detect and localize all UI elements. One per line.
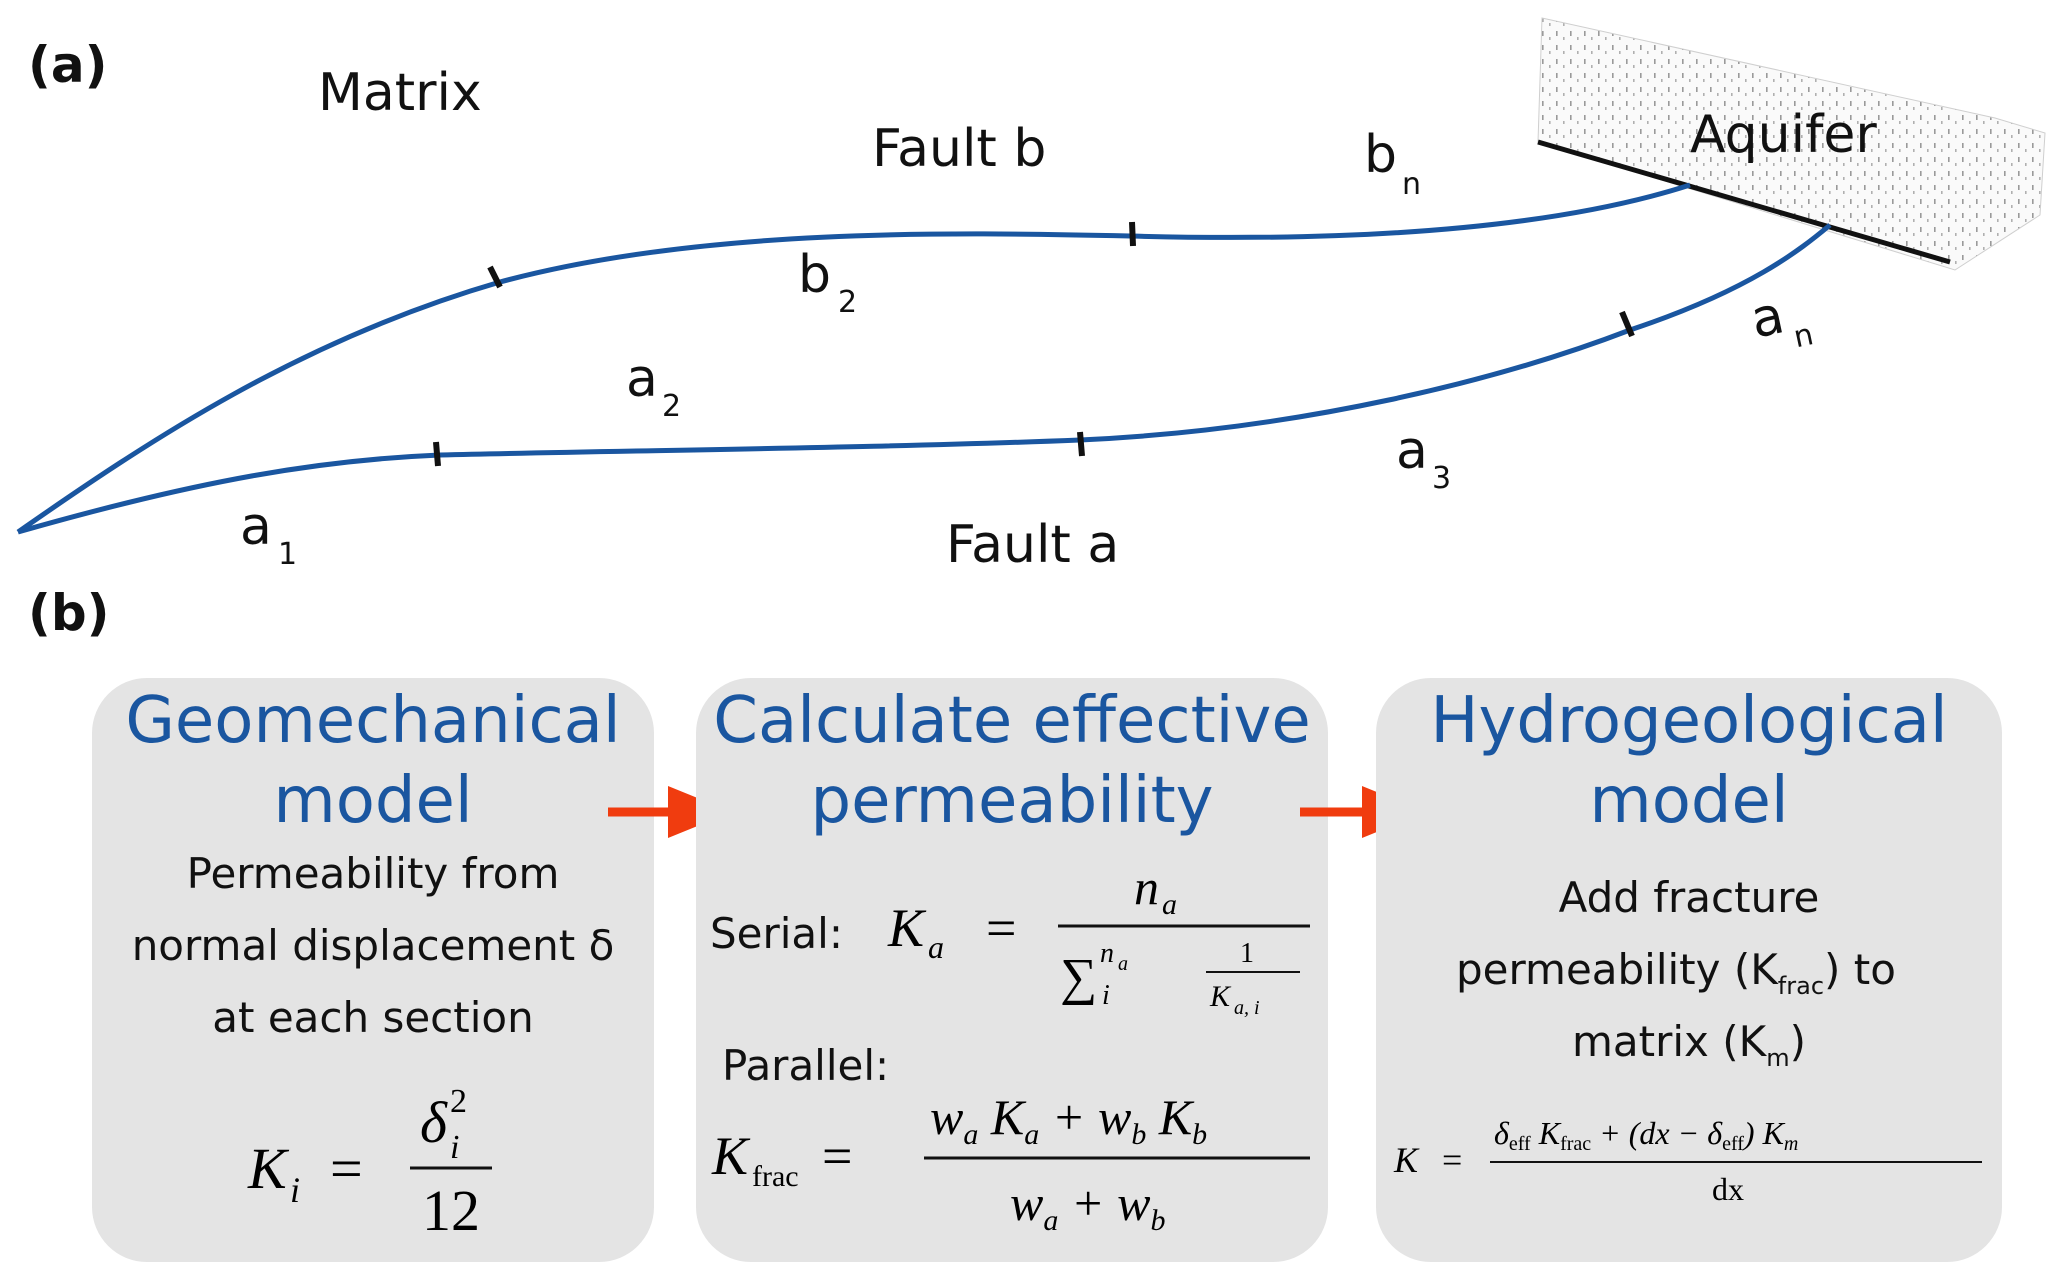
box1-title-line2: model xyxy=(273,764,472,838)
segment-label-b2: b 2 xyxy=(798,245,857,320)
svg-text:K: K xyxy=(711,1126,751,1186)
svg-text:1: 1 xyxy=(1240,938,1254,969)
panel-b-label: (b) xyxy=(28,584,110,642)
box3-text-line3: matrix (Km) xyxy=(1572,1017,1806,1072)
svg-text:b: b xyxy=(1364,125,1397,185)
svg-text:a: a xyxy=(1746,285,1790,350)
fault-b-tick-1 xyxy=(487,265,503,289)
fault-a-label: Fault a xyxy=(946,515,1119,575)
fault-a-tick-3 xyxy=(1619,310,1635,338)
svg-text:wa + wb: wa + wb xyxy=(1010,1175,1165,1237)
svg-text:δeff Kfrac + (dx − δeff) Km: δeff Kfrac + (dx − δeff) Km xyxy=(1494,1115,1798,1155)
panel-a-label: (a) xyxy=(28,36,107,94)
box3-title-line1: Hydrogeological xyxy=(1430,684,1947,758)
svg-text:K: K xyxy=(1209,980,1232,1013)
box3-background xyxy=(1376,678,2002,1262)
matrix-label: Matrix xyxy=(318,63,482,123)
svg-text:1: 1 xyxy=(278,537,297,572)
box-effective-permeability: Calculate effective permeability Serial:… xyxy=(696,678,1328,1262)
fault-a-line xyxy=(17,223,1832,535)
box2-serial-equation: K a = n a ∑ i n a 1 K a, i xyxy=(887,859,1310,1019)
box2-parallel-label: Parallel: xyxy=(722,1041,889,1090)
svg-text:12: 12 xyxy=(422,1178,480,1243)
svg-text:i: i xyxy=(450,1129,459,1166)
segment-label-a3: a 3 xyxy=(1396,421,1451,496)
box3-title-line2: model xyxy=(1589,764,1788,838)
svg-text:b: b xyxy=(798,245,831,305)
box2-serial-label: Serial: xyxy=(710,909,843,958)
svg-text:2: 2 xyxy=(838,285,857,320)
segment-label-bn: b n xyxy=(1364,125,1421,202)
svg-text:a: a xyxy=(1396,421,1428,481)
svg-text:a: a xyxy=(1118,953,1128,975)
svg-text:n: n xyxy=(1402,167,1421,202)
box1-text-line3: at each section xyxy=(212,993,533,1042)
svg-text:dx: dx xyxy=(1712,1171,1744,1207)
box2-title-line2: permeability xyxy=(810,764,1213,838)
box1-text-line2: normal displacement δ xyxy=(132,921,615,970)
fault-a-tick-2 xyxy=(1077,431,1085,457)
svg-text:=: = xyxy=(822,1126,852,1186)
box2-background xyxy=(696,678,1328,1262)
svg-text:a, i: a, i xyxy=(1234,997,1260,1019)
svg-text:δ: δ xyxy=(420,1090,448,1155)
svg-text:a: a xyxy=(1162,888,1177,921)
segment-label-an: a n xyxy=(1746,285,1817,355)
box-hydrogeological-model: Hydrogeological model Add fracture perme… xyxy=(1376,678,2002,1262)
svg-text:K: K xyxy=(247,1136,290,1201)
svg-text:a: a xyxy=(240,497,272,557)
svg-text:3: 3 xyxy=(1432,461,1451,496)
fault-b-tick-2 xyxy=(1129,221,1136,247)
segment-label-a2: a 2 xyxy=(626,349,681,424)
svg-text:2: 2 xyxy=(662,389,681,424)
aquifer-label: Aquifer xyxy=(1690,105,1877,165)
aquifer: Aquifer xyxy=(1537,17,2046,271)
box-geomechanical-model: Geomechanical model Permeability from no… xyxy=(92,678,654,1262)
svg-text:frac: frac xyxy=(752,1160,799,1193)
box1-title-line1: Geomechanical xyxy=(125,684,620,758)
fault-b-label: Fault b xyxy=(872,119,1046,179)
svg-text:a: a xyxy=(928,929,944,965)
svg-text:n: n xyxy=(1134,859,1159,915)
svg-text:n: n xyxy=(1100,938,1114,969)
box2-parallel-equation: K frac = wa Ka + wb Kb wa + wb xyxy=(711,1089,1310,1237)
svg-text:2: 2 xyxy=(450,1083,467,1120)
box1-text-line1: Permeability from xyxy=(187,849,560,898)
svg-text:i: i xyxy=(290,1170,300,1210)
box1-background xyxy=(92,678,654,1262)
fault-b-line xyxy=(16,182,1691,535)
svg-text:i: i xyxy=(1102,980,1110,1011)
box3-equation: K = δeff Kfrac + (dx − δeff) Km dx xyxy=(1393,1115,1982,1207)
aquifer-boundary xyxy=(1537,139,1951,265)
svg-text:n: n xyxy=(1791,317,1817,355)
box2-title-line1: Calculate effective xyxy=(713,684,1310,758)
segment-label-a1: a 1 xyxy=(240,497,297,572)
svg-text:=: = xyxy=(986,898,1016,958)
svg-text:K: K xyxy=(887,898,927,958)
svg-text:a: a xyxy=(626,349,658,409)
svg-text:=: = xyxy=(1442,1140,1462,1180)
svg-text:K: K xyxy=(1393,1140,1420,1180)
box1-equation: K i = δ i 2 12 xyxy=(247,1083,492,1243)
svg-text:wa Ka + wb Kb: wa Ka + wb Kb xyxy=(930,1089,1207,1151)
fault-a-tick-1 xyxy=(433,441,441,467)
box3-text-line2: permeability (Kfrac) to xyxy=(1456,945,1896,1000)
box3-text-line1: Add fracture xyxy=(1559,873,1820,922)
svg-text:∑: ∑ xyxy=(1060,949,1097,1006)
svg-text:=: = xyxy=(330,1136,363,1201)
